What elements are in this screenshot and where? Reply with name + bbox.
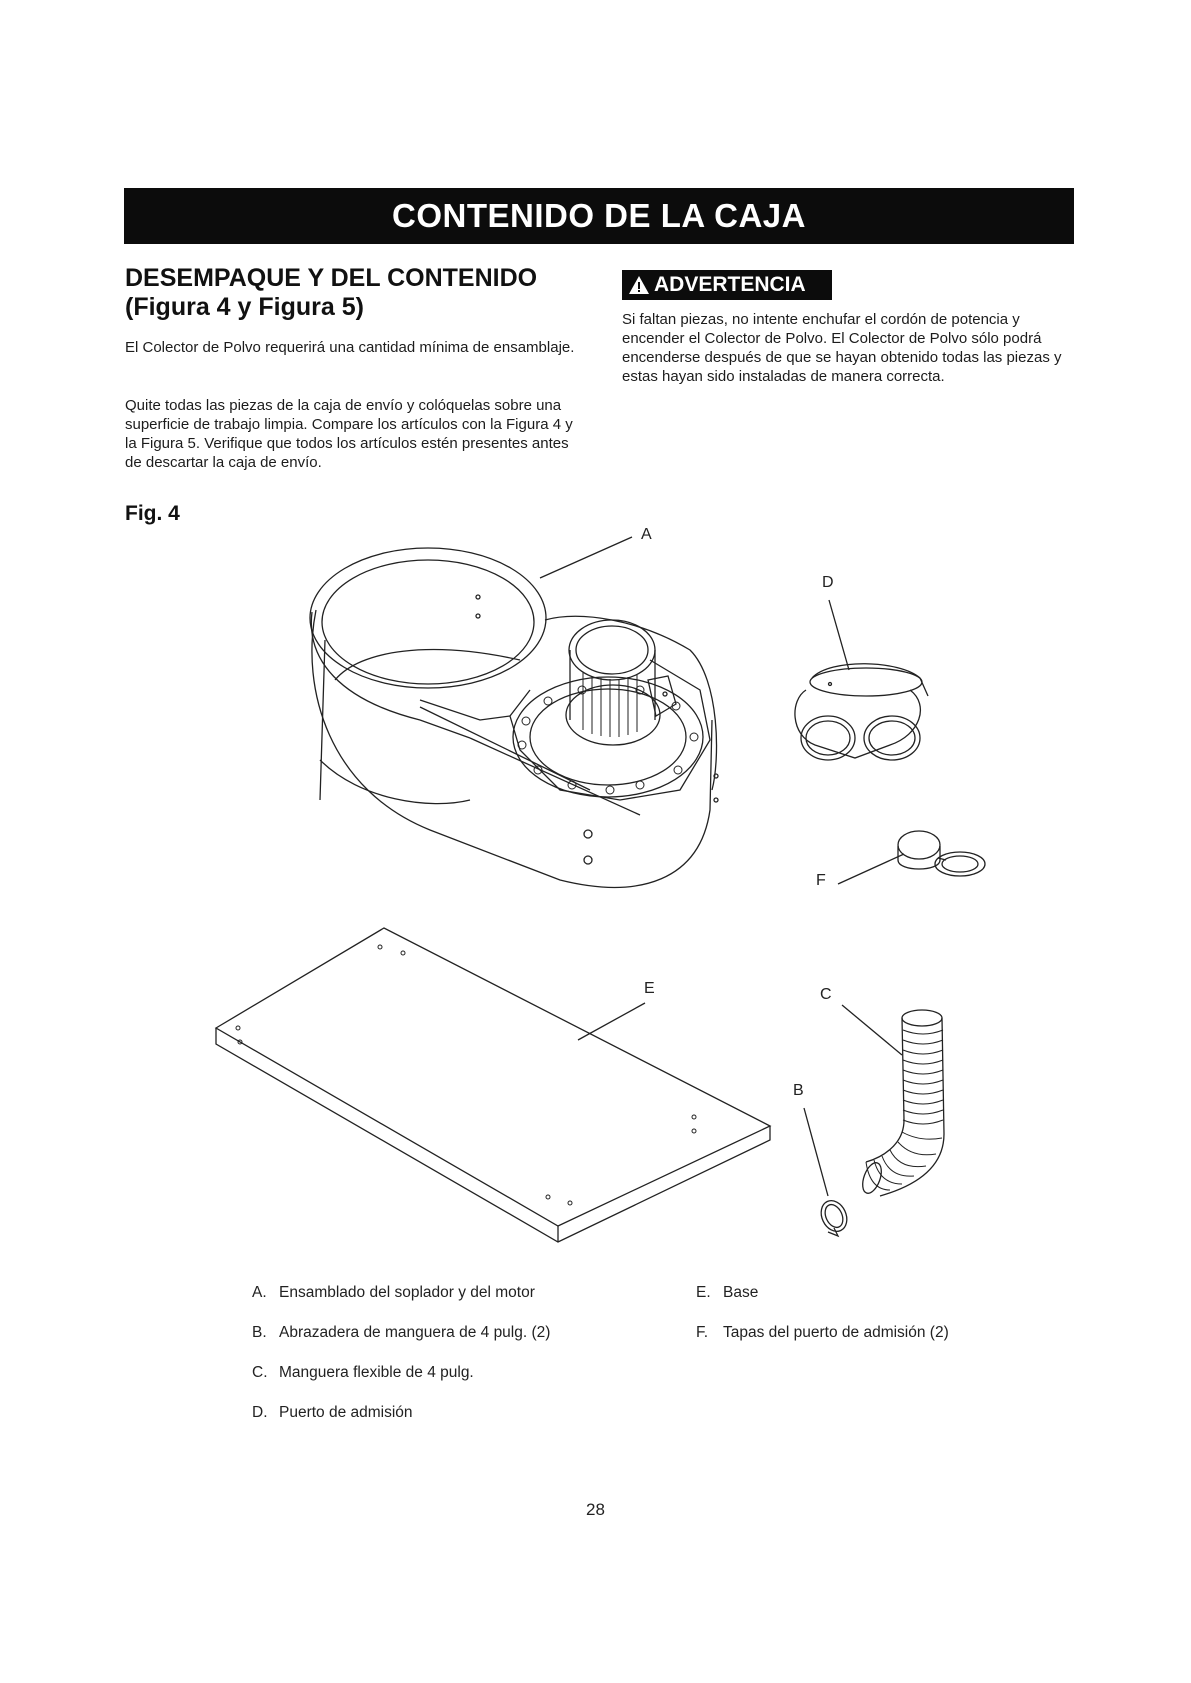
warning-text: Si faltan piezas, no intente enchufar el… xyxy=(622,311,1062,385)
instructions-paragraph: Quite todas las piezas de la caja de env… xyxy=(125,397,573,471)
legend-item-f: F.Tapas del puerto de admisión (2) xyxy=(696,1324,949,1341)
legend-item-b: B.Abrazadera de manguera de 4 pulg. (2) xyxy=(252,1324,551,1341)
callout-a: A xyxy=(641,526,652,543)
warning-badge: ADVERTENCIA xyxy=(622,270,832,300)
section-heading: DESEMPAQUE Y DEL CONTENIDO (Figura 4 y F… xyxy=(125,264,585,322)
intake-port-drawing xyxy=(794,663,929,761)
warning-label: ADVERTENCIA xyxy=(654,273,806,296)
intake-port-cap-drawing xyxy=(897,830,986,877)
callout-b: B xyxy=(793,1082,804,1099)
figure-label: Fig. 4 xyxy=(125,502,180,525)
legend-item-d: D.Puerto de admisión xyxy=(252,1404,413,1421)
hose-clamp-drawing xyxy=(820,1199,848,1238)
heading-line-2: (Figura 4 y Figura 5) xyxy=(125,293,364,321)
callout-line-c xyxy=(841,1004,903,1056)
callout-d: D xyxy=(822,574,834,591)
warning-triangle-icon xyxy=(629,276,649,294)
callout-line-f xyxy=(837,853,905,885)
callout-line-d xyxy=(828,599,850,671)
legend-item-a: A.Ensamblado del soplador y del motor xyxy=(252,1284,535,1301)
legend-item-c: C.Manguera flexible de 4 pulg. xyxy=(252,1364,474,1381)
callout-f: F xyxy=(816,872,826,889)
intro-paragraph: El Colector de Polvo requerirá una canti… xyxy=(125,339,575,356)
callout-line-a xyxy=(539,536,633,579)
callout-line-b xyxy=(803,1107,829,1197)
banner-title: CONTENIDO DE LA CAJA xyxy=(392,197,806,234)
blower-motor-assembly-drawing xyxy=(309,547,719,888)
page-number: 28 xyxy=(586,1500,605,1519)
base-board-drawing xyxy=(214,927,772,1243)
callout-e: E xyxy=(644,980,655,997)
flexible-hose-drawing xyxy=(862,1009,945,1197)
callout-line-e xyxy=(577,1002,646,1041)
callout-c: C xyxy=(820,986,832,1003)
heading-line-1: DESEMPAQUE Y DEL CONTENIDO xyxy=(125,264,538,292)
section-banner: CONTENIDO DE LA CAJA xyxy=(124,188,1074,244)
legend-item-e: E.Base xyxy=(696,1284,759,1301)
